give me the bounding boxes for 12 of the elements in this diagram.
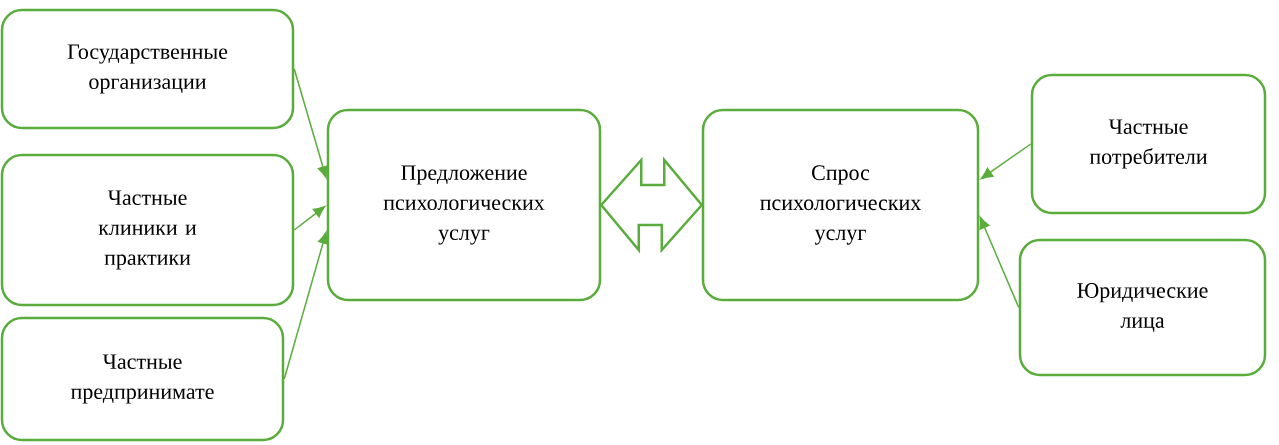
process-box: Предложение психологических услуг [326,108,602,302]
process-box: Частные потребители [1030,73,1267,215]
process-box: Юридические лица [1018,238,1267,377]
arrow [293,68,329,179]
arrow [283,231,329,380]
arrow [979,216,1020,309]
process-box: Государственные организации [0,8,295,130]
arrow [980,143,1032,180]
process-box: Частные предпринимате [0,316,285,442]
arrow [293,205,326,231]
process-box: Частные клиники и практики [0,153,295,307]
process-box: Спрос психологических услуг [701,108,980,302]
